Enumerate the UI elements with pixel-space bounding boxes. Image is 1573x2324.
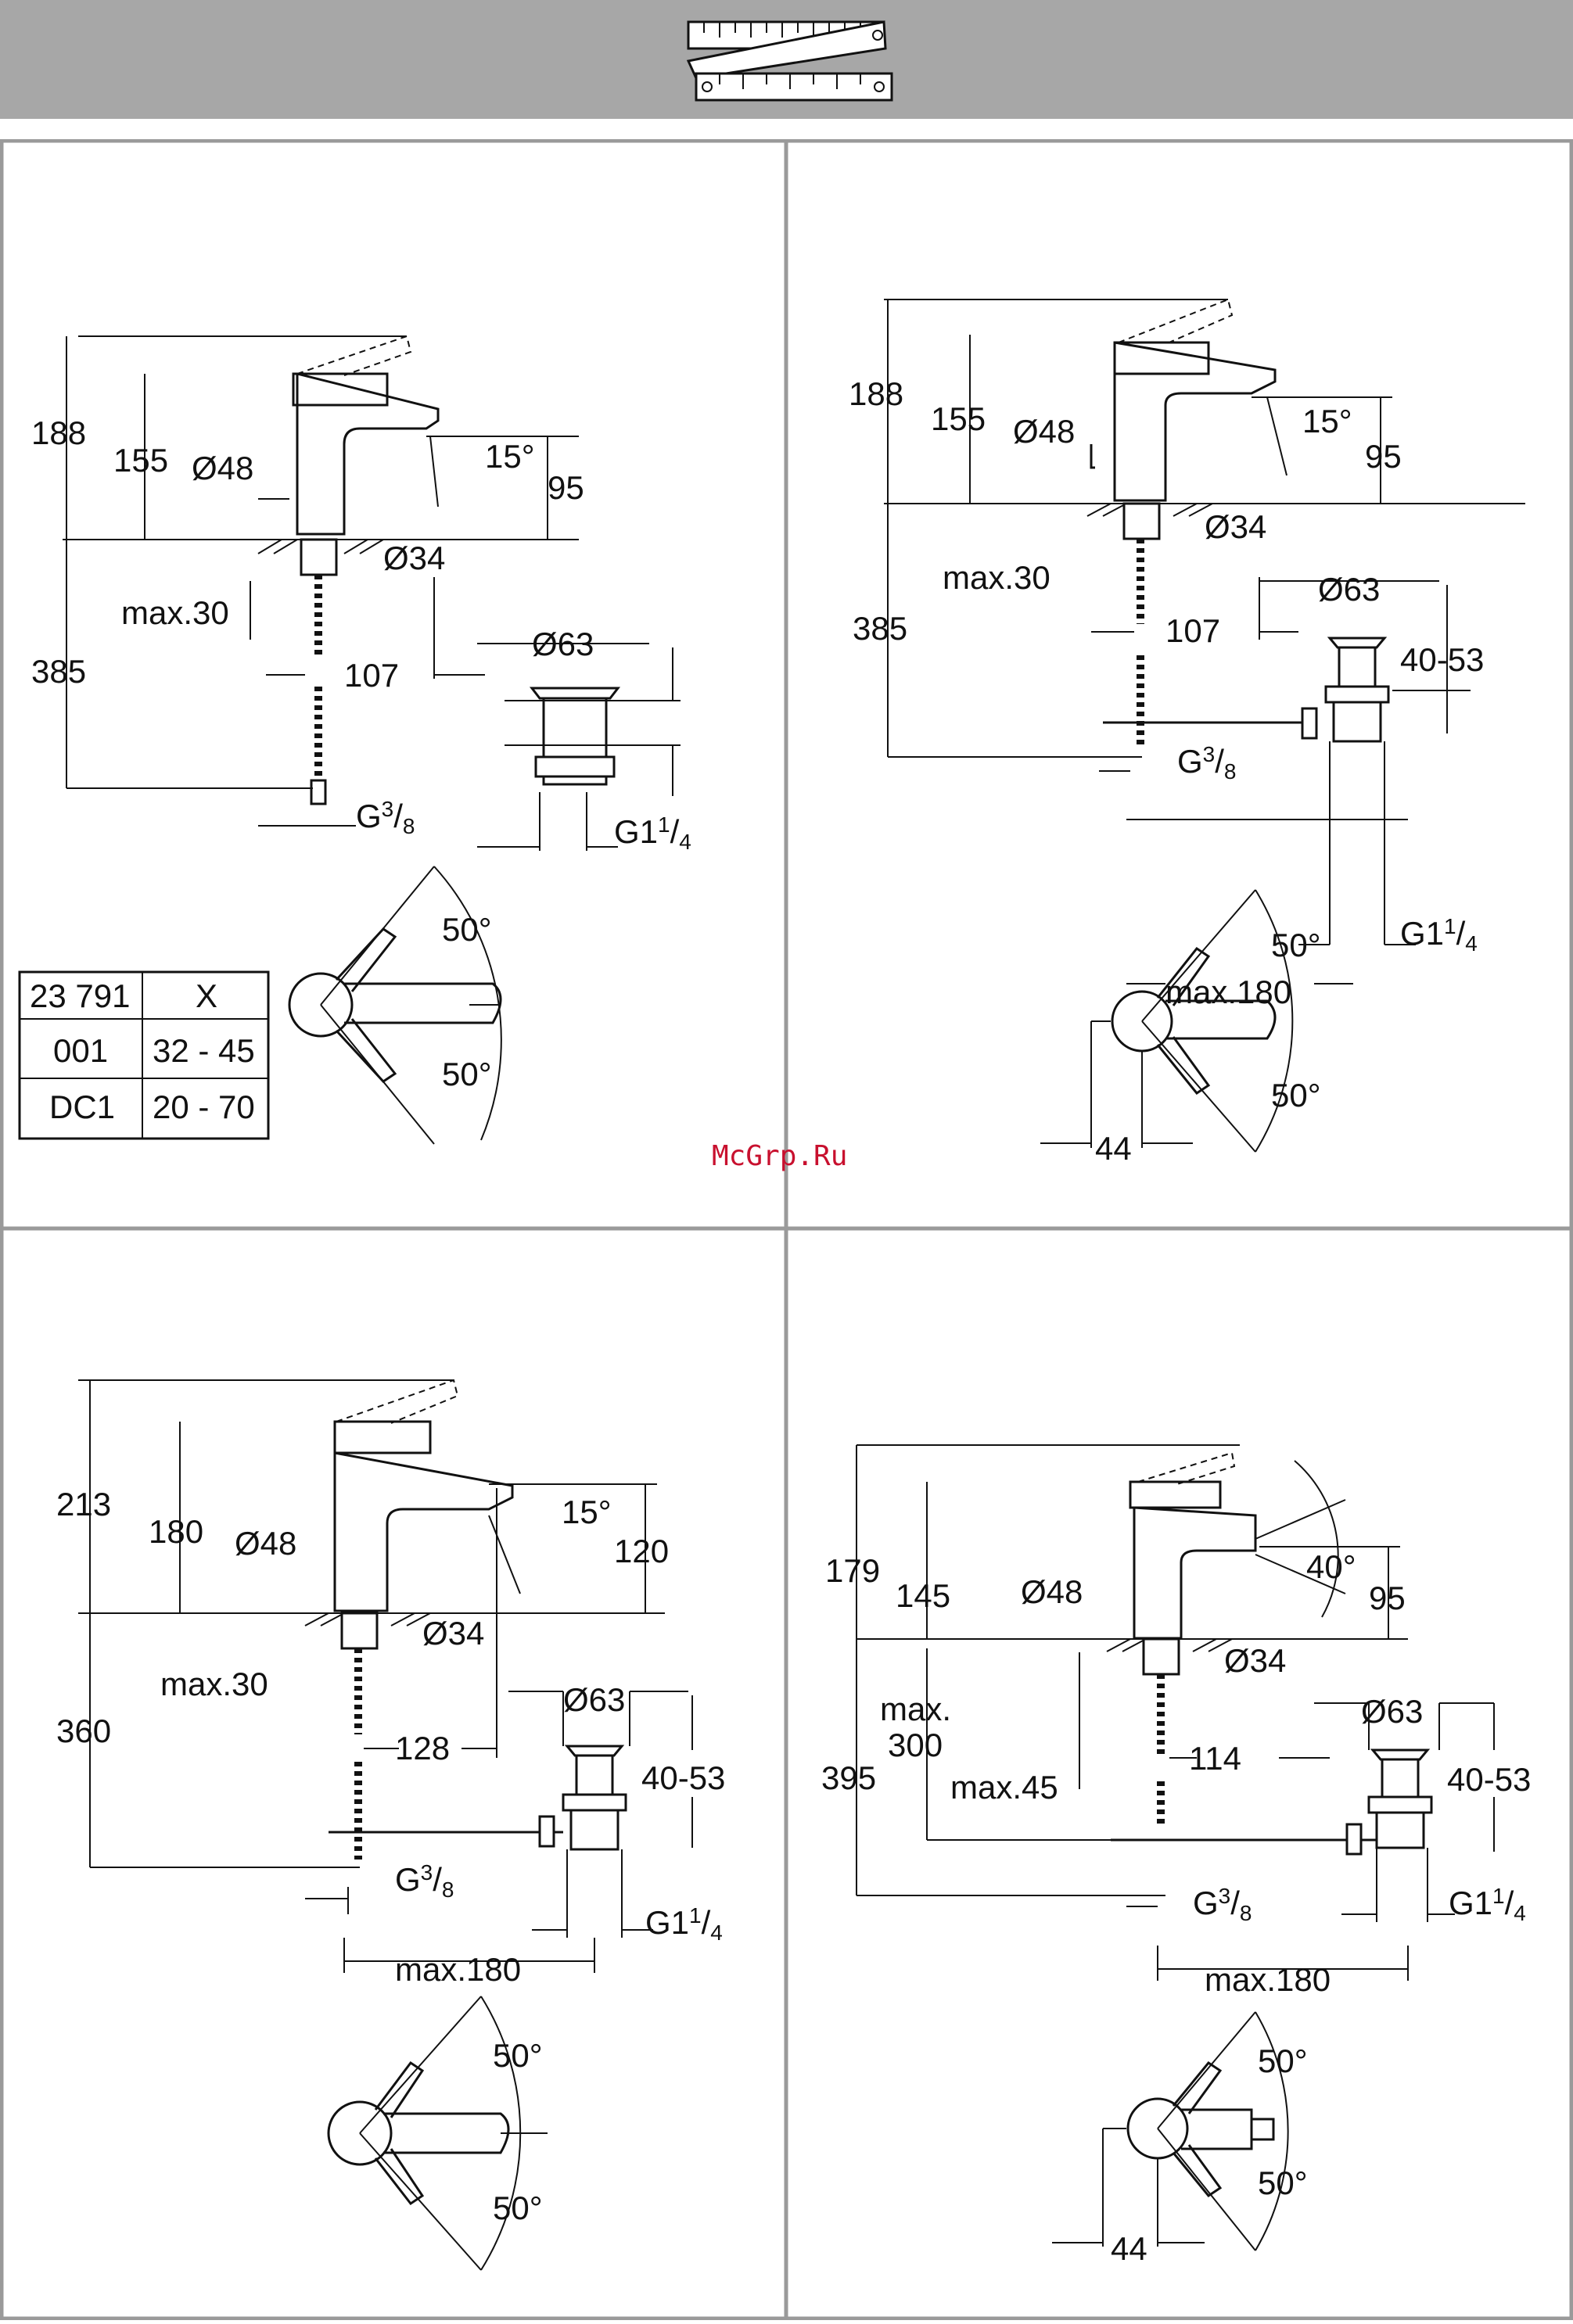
dim-drain-40-53: 40-53 — [1447, 1761, 1531, 1798]
panel-3-basin-mixer-medium: 213 180 Ø48 15° 120 Ø34 max.30 360 128 G… — [56, 1379, 725, 2271]
panel-4-bidet-mixer: 179 145 Ø48 40° 95 Ø34 max. 300 max.45 3… — [821, 1444, 1531, 2267]
dim-depth-385: 385 — [31, 653, 86, 690]
watermark: McGrp.Ru — [712, 1140, 847, 1172]
dim-reach-114: 114 — [1189, 1740, 1241, 1777]
dim-angle-15: 15° — [1302, 403, 1352, 439]
dim-height-179: 179 — [825, 1552, 880, 1589]
dim-reach-128: 128 — [395, 1730, 450, 1766]
dim-depth-395: 395 — [821, 1759, 876, 1796]
table-cell-20-70: 20 - 70 — [153, 1088, 255, 1125]
dim-drain-40-53: 40-53 — [641, 1759, 725, 1796]
dim-drain-40-53: 40-53 — [1400, 641, 1484, 678]
top-view-1: 50° 50° — [288, 866, 502, 1145]
dim-height-213: 213 — [56, 1486, 111, 1522]
table-header-model: 23 791 — [30, 977, 130, 1014]
dim-drain-diameter-63: Ø63 — [1361, 1693, 1423, 1730]
dim-thread-g114: G11/4 — [614, 812, 691, 854]
panel-2-basin-mixer-pop-up: 188 155 Ø48 15° 95 Ø34 max.30 385 107 G3… — [849, 298, 1525, 1167]
dim-diameter-48: Ø48 — [192, 450, 253, 486]
dim-max-300: 300 — [888, 1727, 943, 1763]
dim-reach-107: 107 — [1165, 612, 1220, 649]
dim-drain-diameter-63: Ø63 — [532, 626, 594, 662]
dim-max-180: max.180 — [395, 1951, 521, 1988]
dim-height-155: 155 — [113, 442, 168, 479]
dim-depth-385: 385 — [853, 610, 907, 647]
dim-height-155: 155 — [931, 400, 986, 437]
top-view-3: 50° 50° — [327, 1996, 548, 2271]
dim-height-95: 95 — [548, 469, 584, 506]
angle-lower-50: 50° — [442, 1056, 492, 1092]
dim-depth-360: 360 — [56, 1713, 111, 1749]
top-view-2: 50° 50° 44 — [1040, 889, 1321, 1167]
dim-height-180: 180 — [149, 1513, 203, 1550]
dim-max-30: max.30 — [121, 594, 229, 631]
dim-diameter-48: Ø48 — [235, 1525, 296, 1562]
top-view-4: 50° 50° 44 — [1052, 2011, 1308, 2267]
dim-diameter-34: Ø34 — [383, 540, 445, 576]
dim-max-180: max.180 — [1205, 1961, 1331, 1998]
dim-thread-g114: G11/4 — [1400, 914, 1478, 956]
angle-lower-50: 50° — [1258, 2164, 1308, 2201]
dim-diameter-34: Ø34 — [1205, 508, 1266, 545]
angle-lower-50: 50° — [493, 2190, 543, 2226]
panel-1-basin-mixer: 188 155 Ø48 15° 95 Ø34 max.30 385 107 G3… — [18, 335, 691, 1145]
dim-max-45: max.45 — [950, 1769, 1058, 1806]
angle-upper-50: 50° — [1258, 2042, 1308, 2079]
header-bar — [0, 0, 1573, 119]
dim-thread-g114: G11/4 — [645, 1903, 723, 1945]
dim-max-label: max. — [880, 1691, 951, 1727]
dim-max-30: max.30 — [943, 559, 1050, 596]
diagram-frame: 188 155 Ø48 15° 95 Ø34 max.30 385 107 G3… — [0, 138, 1573, 2321]
dim-height-95: 95 — [1369, 1580, 1406, 1616]
dim-drain-diameter-63: Ø63 — [1318, 571, 1380, 608]
dim-max-30: max.30 — [160, 1666, 268, 1702]
drain-plug-1 — [477, 643, 681, 851]
variant-table: 23 791 X 001 32 - 45 DC1 20 - 70 — [18, 970, 270, 1140]
dim-height-120: 120 — [614, 1533, 669, 1569]
dim-thread-g38: G3/8 — [1177, 742, 1237, 784]
dim-drain-diameter-63: Ø63 — [563, 1681, 625, 1718]
dim-diameter-34: Ø34 — [1224, 1642, 1286, 1679]
dim-offset-44: 44 — [1111, 2230, 1147, 2267]
dim-height-95: 95 — [1365, 438, 1402, 475]
table-cell-dc1: DC1 — [49, 1088, 115, 1125]
technical-drawing: 188 155 Ø48 15° 95 Ø34 max.30 385 107 G3… — [0, 138, 1573, 2321]
dim-diameter-34: Ø34 — [422, 1615, 484, 1652]
drain-assembly-2 — [1259, 580, 1471, 945]
dim-diameter-48: Ø48 — [1013, 413, 1075, 450]
table-header-x: X — [196, 977, 217, 1014]
angle-upper-50: 50° — [493, 2037, 543, 2074]
dim-offset-44: 44 — [1095, 1130, 1132, 1167]
dim-angle-15: 15° — [562, 1494, 612, 1530]
dim-diameter-48: Ø48 — [1021, 1573, 1083, 1610]
dim-reach-107: 107 — [344, 657, 399, 694]
dim-thread-g114: G11/4 — [1449, 1884, 1526, 1925]
dim-angle-40: 40° — [1306, 1548, 1356, 1585]
dim-angle-15: 15° — [485, 438, 535, 475]
drain-assembly-3 — [508, 1691, 693, 1938]
table-cell-32-45: 32 - 45 — [153, 1032, 255, 1069]
angle-lower-50: 50° — [1271, 1077, 1321, 1114]
drain-assembly-4 — [1314, 1702, 1495, 1922]
angle-upper-50: 50° — [1271, 927, 1321, 963]
dim-thread-g38: G3/8 — [356, 797, 415, 838]
dim-thread-g38: G3/8 — [1193, 1884, 1252, 1925]
dim-height-145: 145 — [896, 1577, 950, 1614]
folding-ruler-icon — [686, 20, 893, 102]
dim-height-188: 188 — [31, 414, 86, 451]
angle-upper-50: 50° — [442, 911, 492, 948]
dim-height-188: 188 — [849, 375, 903, 412]
table-cell-001: 001 — [53, 1032, 108, 1069]
dim-thread-g38: G3/8 — [395, 1860, 454, 1902]
